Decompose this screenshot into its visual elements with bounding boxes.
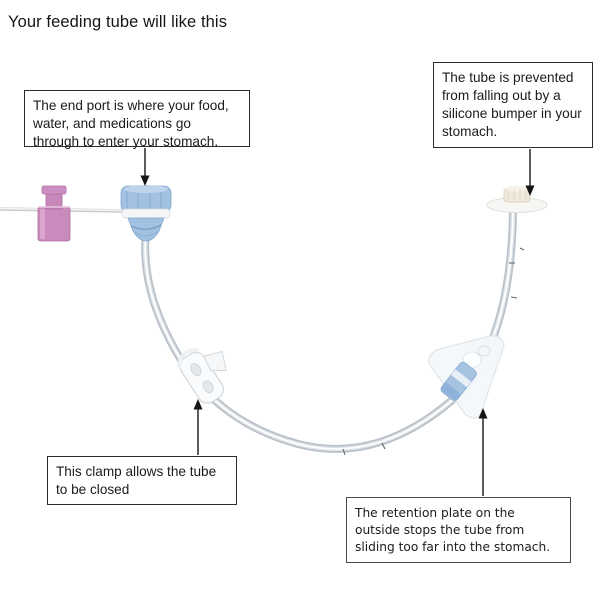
callout-silicone-bumper: The tube is prevented from falling out b… — [433, 62, 593, 148]
tube-depth-marks — [342, 247, 525, 456]
page-title: Your feeding tube will like this — [8, 13, 228, 31]
connector-arrow-clamp — [193, 399, 203, 455]
callout-retention-plate: The retention plate on the outside stops… — [346, 497, 571, 563]
connector-arrow-bumper — [525, 149, 535, 196]
plate-lock-cylinder — [440, 361, 477, 401]
end-port — [120, 185, 172, 242]
end-cap — [37, 185, 71, 242]
retention-plate — [428, 335, 505, 419]
silicone-bumper — [486, 186, 548, 213]
feeding-tube — [141, 206, 525, 456]
connector-arrow-plate — [478, 408, 488, 496]
callout-clamp: This clamp allows the tube to be closed — [47, 456, 237, 505]
callout-end-port: The end port is where your food, water, … — [24, 90, 250, 149]
tube-clamp — [176, 348, 227, 404]
connector-arrows — [140, 148, 535, 496]
connector-arrow-end-port — [140, 148, 150, 186]
